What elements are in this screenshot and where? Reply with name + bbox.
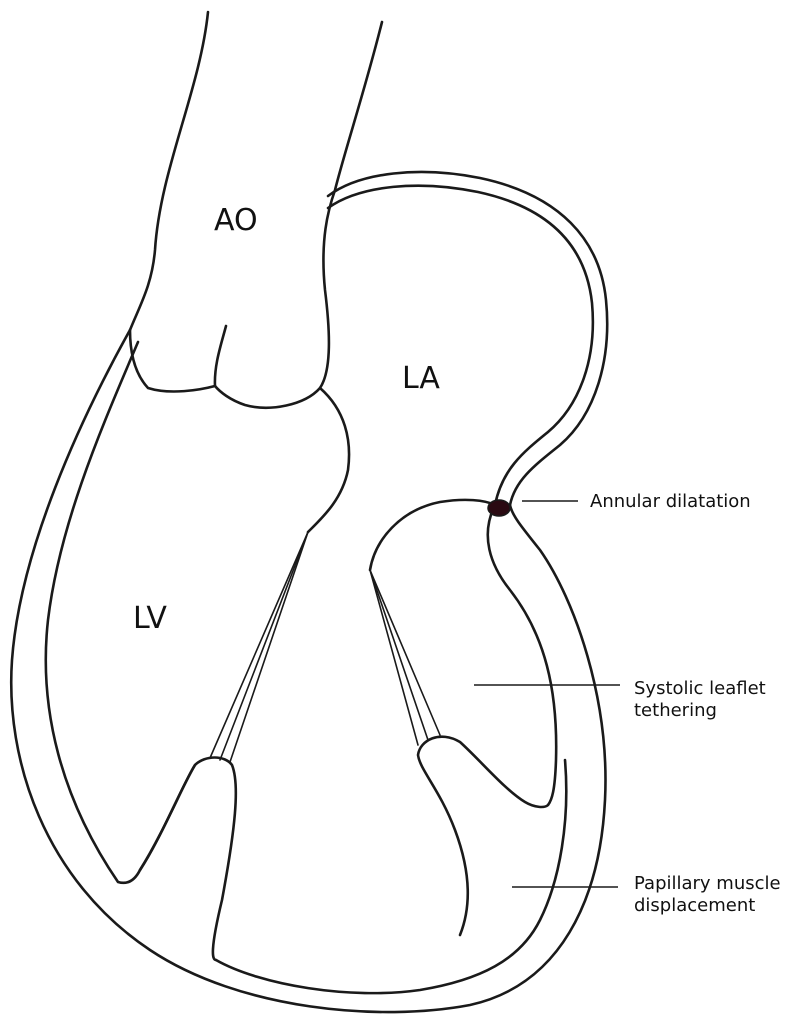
anterior-chorda-1 [210, 532, 308, 758]
posterior-wall-inner [488, 505, 556, 805]
anterior-chorda-2 [220, 532, 308, 760]
posterior-chorda-1 [370, 570, 418, 745]
papillary-displacement-label-line2: displacement [634, 895, 755, 916]
lv-label: LV [133, 601, 167, 636]
systolic-tethering-label-line2: tethering [634, 700, 717, 721]
systolic-tethering-label-line1: Systolic leaflet [634, 678, 766, 699]
posterior-leaflet [370, 500, 495, 570]
posterior-papillary-outline [418, 737, 548, 935]
aortic-cusp-line [215, 326, 226, 386]
posterior-papillary-muscle [370, 570, 548, 935]
mitral-valve [370, 500, 495, 570]
ao-label: AO [214, 203, 258, 238]
lv-endocardium-left [46, 342, 195, 883]
la-outer-wall [328, 172, 607, 505]
anterior-papillary-muscle [140, 532, 308, 960]
left-ventricle [11, 330, 605, 1012]
annulus-marker [488, 500, 510, 516]
la-septum [308, 388, 349, 532]
annular-dilatation-label: Annular dilatation [590, 491, 751, 512]
aorta-left-wall [130, 12, 215, 392]
papillary-displacement-label-line1: Papillary muscle [634, 873, 781, 894]
la-inner-wall [328, 186, 593, 505]
anterior-papillary-outline [140, 758, 236, 961]
posterior-chorda-2 [370, 570, 428, 740]
anterior-chorda-3 [230, 532, 308, 762]
left-atrium [308, 172, 607, 532]
la-label: LA [402, 361, 440, 396]
posterior-chorda-3 [370, 570, 440, 735]
